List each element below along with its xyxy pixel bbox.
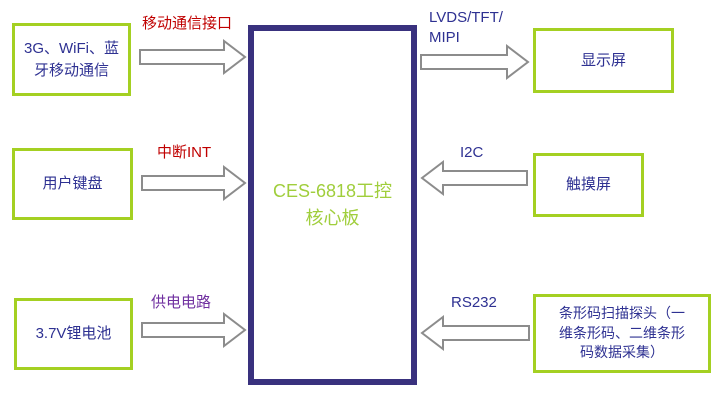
box-core-board-label: CES-6818工控 核心板: [272, 181, 393, 228]
box-touch-screen-label: 触摸屏: [565, 176, 611, 194]
box-battery-label: 3.7V锂电池: [35, 325, 112, 343]
box-barcode-scanner-label: 条形码扫描探头（一 维条形码、二维条形 码数据采集）: [559, 305, 685, 361]
arrow-left-rs232-icon: [420, 315, 530, 351]
label-i2c: I2C: [460, 144, 484, 161]
box-battery: 3.7V锂电池: [14, 298, 133, 370]
label-mobile-interface: 移动通信接口: [142, 15, 233, 32]
label-rs232: RS232: [451, 294, 497, 311]
label-interrupt-int: 中断INT: [157, 144, 212, 161]
box-mobile-comm-label: 3G、WiFi、蓝 牙移动通信: [24, 39, 119, 79]
box-user-keyboard: 用户键盘: [12, 148, 133, 220]
arrow-left-i2c-icon: [420, 160, 528, 196]
box-display-screen: 显示屏: [533, 28, 674, 93]
arrow-right-power-icon: [141, 312, 247, 348]
box-mobile-comm: 3G、WiFi、蓝 牙移动通信: [12, 23, 131, 96]
box-user-keyboard-label: 用户键盘: [42, 175, 103, 193]
box-touch-screen: 触摸屏: [533, 153, 644, 217]
box-display-screen-label: 显示屏: [580, 51, 626, 69]
box-barcode-scanner: 条形码扫描探头（一 维条形码、二维条形 码数据采集）: [533, 294, 711, 373]
arrow-right-lvds-icon: [420, 44, 530, 80]
label-power-circuit: 供电电路: [151, 294, 212, 311]
arrow-right-mobile-icon: [139, 39, 247, 75]
box-core-board: CES-6818工控 核心板: [248, 25, 417, 385]
arrow-right-interrupt-icon: [141, 165, 247, 201]
label-lvds-tft-mipi: LVDS/TFT/ MIPI: [429, 9, 503, 46]
